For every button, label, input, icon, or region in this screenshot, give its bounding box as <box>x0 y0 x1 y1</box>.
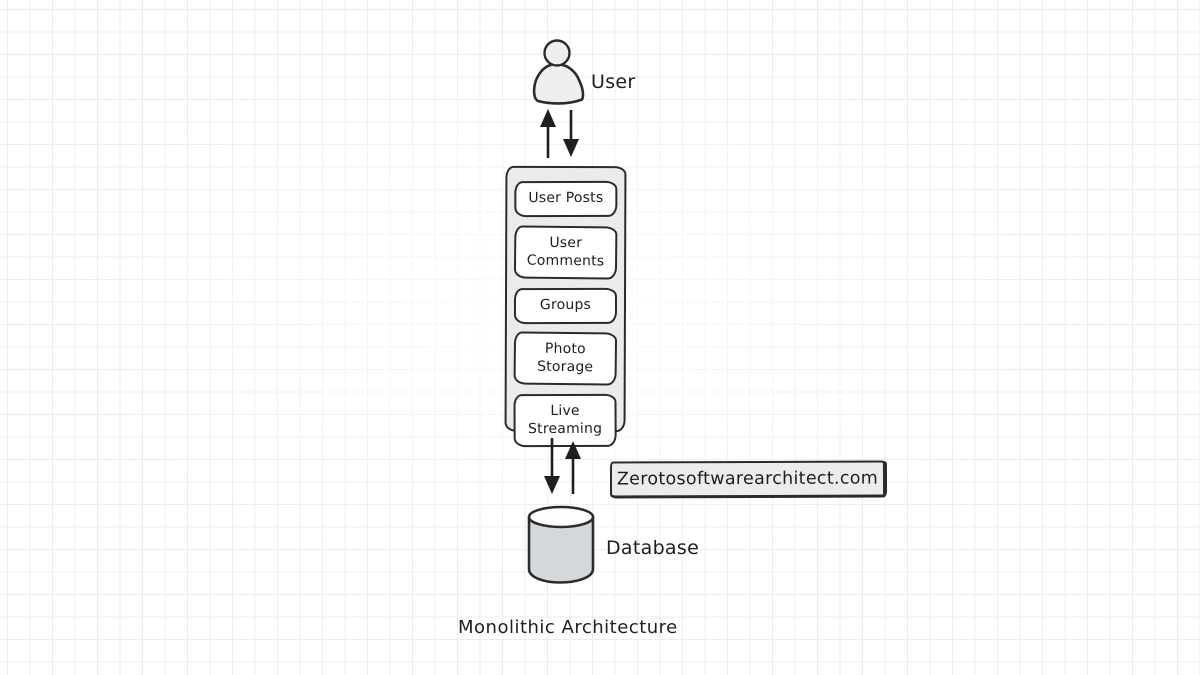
watermark-text: Zerotosoftwarearchitect.com <box>616 468 879 490</box>
user-head <box>543 39 571 67</box>
user-label: User <box>591 71 636 93</box>
module-label: User Comments <box>526 234 605 269</box>
user-icon <box>532 39 585 105</box>
arrow-down-icon <box>563 110 579 157</box>
database-body <box>527 517 595 584</box>
database-top <box>527 505 595 529</box>
diagram-caption: Monolithic Architecture <box>458 617 678 638</box>
database-label: Database <box>606 537 700 559</box>
monolith-database-arrows <box>544 438 581 494</box>
user-monolith-arrows <box>540 109 579 158</box>
module-label: User Posts <box>528 189 604 207</box>
module-user-comments: User Comments <box>513 224 618 280</box>
watermark-badge: Zerotosoftwarearchitect.com <box>609 460 888 499</box>
module-groups: Groups <box>513 287 618 324</box>
module-label: Live Streaming <box>528 402 603 437</box>
module-label: Photo Storage <box>537 340 594 375</box>
arrow-up-icon <box>565 441 581 494</box>
database-icon <box>527 505 595 584</box>
module-user-posts: User Posts <box>514 180 618 217</box>
arrow-down-icon <box>544 438 560 494</box>
user-body <box>532 63 585 105</box>
monolith-container: User Posts User Comments Groups Photo St… <box>504 165 627 448</box>
arrow-up-icon <box>540 109 556 158</box>
module-photo-storage: Photo Storage <box>513 331 618 386</box>
module-label: Groups <box>539 296 592 313</box>
